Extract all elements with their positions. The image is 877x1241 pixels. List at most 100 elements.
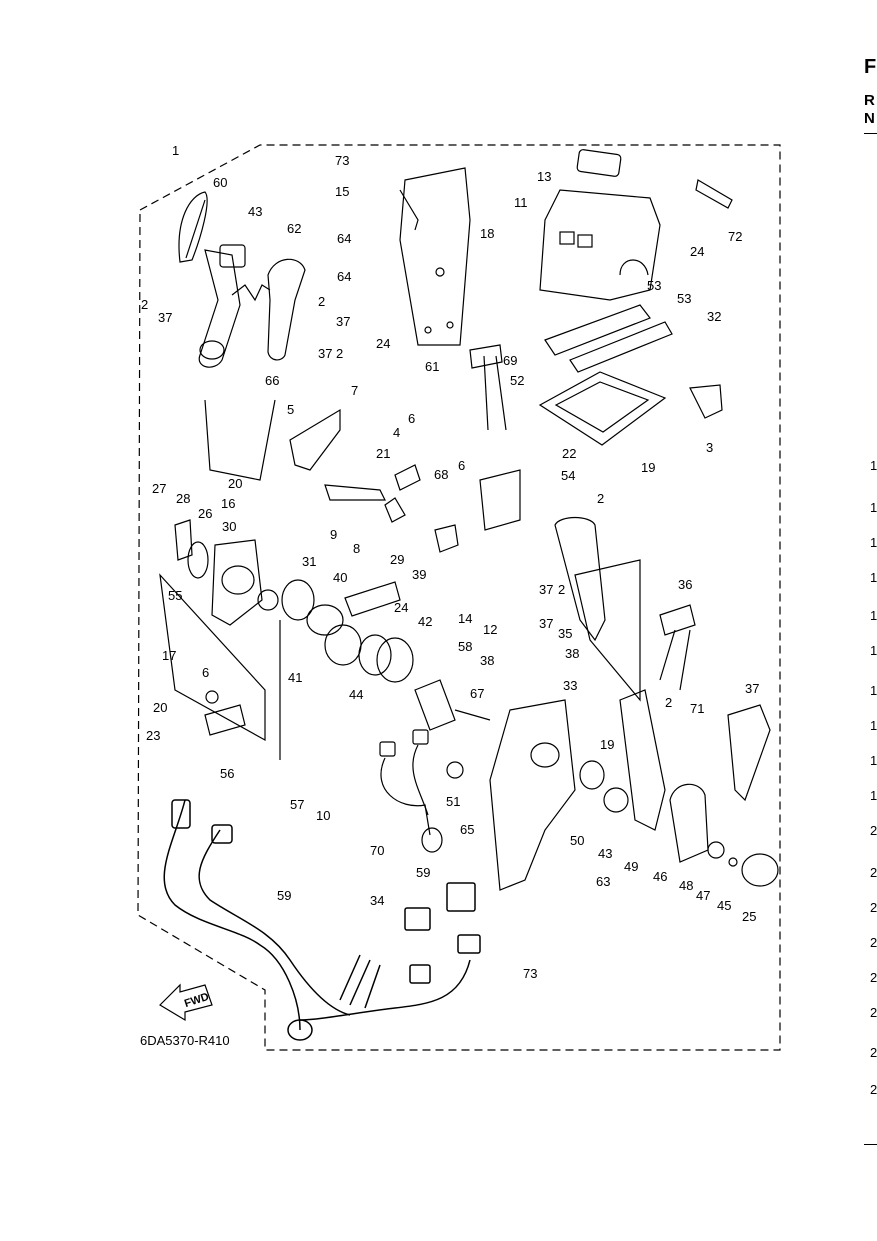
edge-digit: 2 [870,900,877,915]
callout-number: 37 [158,310,172,325]
callout-number: 69 [503,353,517,368]
callout-number: 40 [333,570,347,585]
callout-number: 20 [228,476,242,491]
edge-digit: 1 [870,643,877,658]
callout-number: 2 [336,346,343,361]
callout-number: 9 [330,527,337,542]
callout-number: 2 [597,491,604,506]
callout-number: 36 [678,577,692,592]
callout-number: 17 [162,648,176,663]
wiring-harness [163,799,481,1041]
callout-number: 37 [318,346,332,361]
callout-number: 37 [539,616,553,631]
dashed-frame [137,144,781,1051]
callout-number: 43 [248,204,262,219]
edge-digit: 1 [870,608,877,623]
callout-number: 28 [176,491,190,506]
callout-number: 51 [446,794,460,809]
shift-mechanism [204,344,521,553]
callout-number: 26 [198,506,212,521]
callout-number: 56 [220,766,234,781]
callout-number: 49 [624,859,638,874]
callout-number: 13 [537,169,551,184]
left-plate-assembly [174,519,401,676]
callout-number: 7 [351,383,358,398]
callout-number: 12 [483,622,497,637]
callout-number: 19 [600,737,614,752]
callout-number: 73 [335,153,349,168]
edge-digit: 1 [870,458,877,473]
edge-digit: 2 [870,1082,877,1097]
edge-digit: 2 [870,970,877,985]
callout-number: 71 [690,701,704,716]
callout-number: 23 [146,728,160,743]
callout-number: 6 [458,458,465,473]
callout-number: 53 [647,278,661,293]
callout-number: 61 [425,359,439,374]
edge-digit: 1 [870,788,877,803]
callout-number: 8 [353,541,360,556]
drawing-id: 6DA5370-R410 [140,1033,230,1048]
right-edge-rule [864,133,877,134]
callout-number: 22 [562,446,576,461]
callout-number: 43 [598,846,612,861]
callout-number: 35 [558,626,572,641]
callout-number: 44 [349,687,363,702]
callout-number: 2 [318,294,325,309]
callout-number: 19 [641,460,655,475]
callout-number: 39 [412,567,426,582]
callout-number: 38 [480,653,494,668]
trim-switch-harness [379,729,443,853]
callout-number: 16 [221,496,235,511]
callout-number: 60 [213,175,227,190]
callout-number: 72 [728,229,742,244]
callout-number: 55 [168,588,182,603]
edge-letter: R [864,92,875,109]
callout-number: 64 [337,269,351,284]
callout-number: 32 [707,309,721,324]
callout-number: 73 [523,966,537,981]
callout-number: 63 [596,874,610,889]
edge-digit: 2 [870,823,877,838]
callout-number: 6 [408,411,415,426]
callout-number: 20 [153,700,167,715]
callout-number: 50 [570,833,584,848]
right-edge-rule [864,1144,877,1145]
callout-number: 11 [514,195,528,210]
callout-number: 48 [679,878,693,893]
lower-left-bracket [159,573,281,760]
callout-number: 2 [665,695,672,710]
callout-number: 21 [376,446,390,461]
mounting-bracket [399,167,471,346]
callout-number: 33 [563,678,577,693]
callout-number: 34 [370,893,384,908]
cover-housing [539,149,733,301]
edge-digit: 1 [870,753,877,768]
callout-number: 38 [565,646,579,661]
callout-number: 42 [418,614,432,629]
callout-number: 59 [416,865,430,880]
callout-number: 62 [287,221,301,236]
edge-letter: N [864,110,875,127]
callout-number: 64 [337,231,351,246]
edge-digit: 2 [870,865,877,880]
callout-number: 6 [202,665,209,680]
callout-number: 24 [394,600,408,615]
callout-number: 65 [460,822,474,837]
edge-digit: 1 [870,718,877,733]
callout-labels: 1604362731564642413112472185353322372373… [141,143,759,981]
edge-digit: 1 [870,535,877,550]
callout-number: 4 [393,425,400,440]
callout-number: 25 [742,909,756,924]
control-lever-group [178,191,306,368]
edge-digit: 1 [870,570,877,585]
callout-number: 37 [745,681,759,696]
edge-digit: 1 [870,500,877,515]
callout-number: 37 [539,582,553,597]
callout-number: 53 [677,291,691,306]
callout-number: 58 [458,639,472,654]
callout-number: 27 [152,481,166,496]
edge-digit: 2 [870,1005,877,1020]
callout-number: 52 [510,373,524,388]
